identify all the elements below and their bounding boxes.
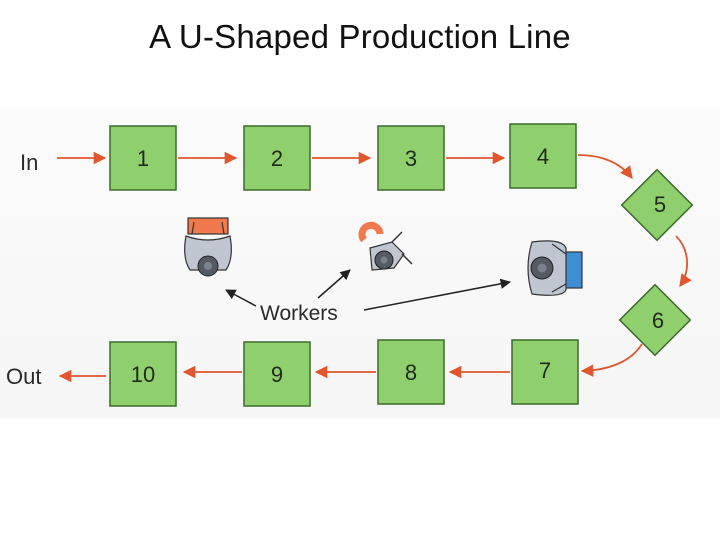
station-5: 5: [620, 168, 694, 242]
station-label: 6: [652, 308, 664, 333]
flow-arrow-icon: [577, 154, 633, 179]
station-9: 9: [243, 341, 311, 407]
pointer-arrow-icon: [225, 289, 257, 307]
station-6: 6: [618, 283, 692, 357]
station-1: 1: [109, 125, 177, 191]
station-label: 2: [271, 146, 283, 171]
pointer-arrow-icon: [317, 269, 351, 299]
station-2: 2: [243, 125, 311, 191]
worker-icon: [184, 217, 232, 277]
station-label: 5: [654, 192, 666, 217]
worker-pointers: [225, 269, 512, 311]
flow-arrows: [57, 151, 692, 383]
page-title: A U-Shaped Production Line: [149, 18, 571, 55]
pointer-arrow-icon: [363, 278, 512, 311]
flow-arrow-icon: [580, 343, 643, 377]
station-10: 10: [109, 341, 177, 407]
station-label: 9: [271, 362, 283, 387]
flow-arrow-icon: [675, 235, 692, 288]
station-label: 10: [131, 362, 155, 387]
station-label: 8: [405, 360, 417, 385]
station-label: 7: [539, 358, 551, 383]
station-7: 7: [511, 339, 579, 405]
worker-icon: [527, 240, 583, 296]
station-label: 4: [537, 144, 549, 169]
worker-icon: [358, 221, 413, 271]
out-label: Out: [6, 364, 41, 389]
station-label: 1: [137, 146, 149, 171]
station-8: 8: [377, 339, 445, 405]
station-4: 4: [509, 123, 577, 189]
station-3: 3: [377, 125, 445, 191]
in-label: In: [20, 150, 38, 175]
workers-label: Workers: [260, 302, 338, 325]
station-label: 3: [405, 146, 417, 171]
